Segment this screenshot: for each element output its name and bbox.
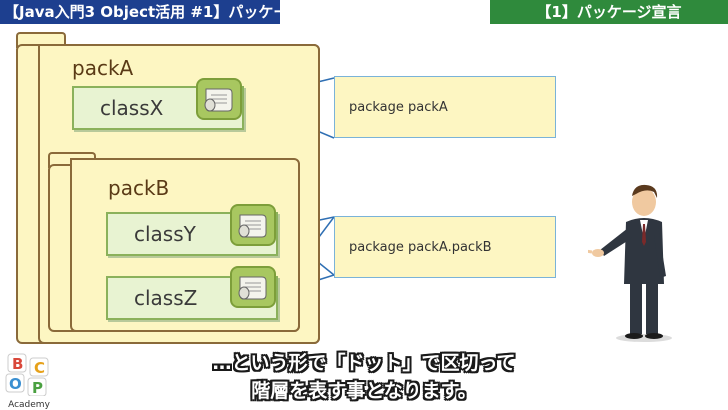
logo-label: Academy [8, 400, 50, 410]
callout-packa: package packA [334, 76, 556, 138]
callout-packb: package packA.packB [334, 216, 556, 278]
logo-mark: B C O P [5, 353, 49, 397]
logo-letter-b: B [12, 355, 23, 373]
document-icon [230, 266, 276, 308]
logo-letter-p: P [32, 379, 43, 396]
bcop-logo: B C O P Academy [4, 352, 54, 410]
logo-letter-c: C [34, 359, 45, 377]
package-label-packa: packA [72, 56, 134, 80]
section-title: 【1】パッケージ宣言 [490, 0, 728, 24]
page-title: 【Java入門3 Object活用 #1】パッケージ [0, 0, 303, 24]
caption-line-1: …という形で「ドット」で区切って [212, 352, 516, 374]
document-icon [196, 78, 242, 120]
document-icon [230, 204, 276, 246]
caption-line-2: 階層を表す事となります。 [251, 380, 477, 402]
package-label-packb: packB [108, 176, 170, 200]
businessman-illustration [588, 184, 672, 342]
logo-letter-o: O [9, 375, 22, 393]
